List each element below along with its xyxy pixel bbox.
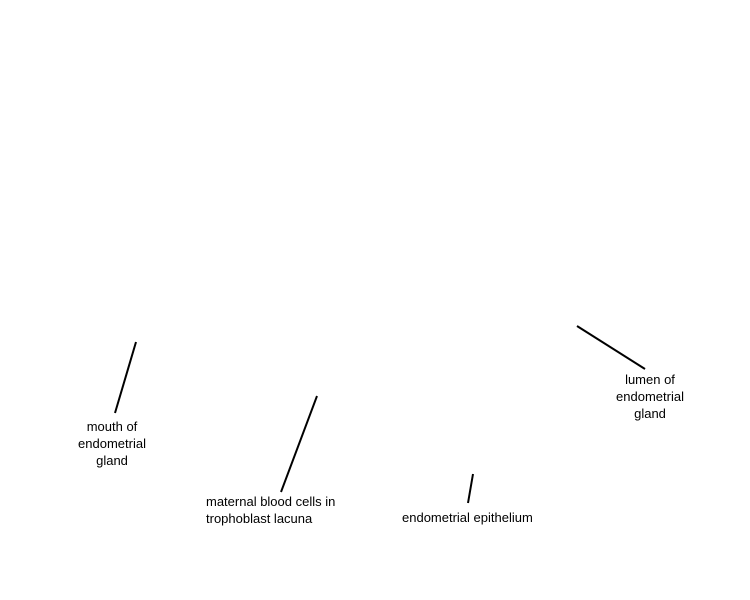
label-endometrial-epithelium: endometrial epithelium: [402, 510, 533, 525]
label-lumen-of-endometrial-gland: lumen of endometrial gland: [616, 372, 684, 421]
label-maternal-blood-cells: maternal blood cells in trophoblast lacu…: [206, 494, 336, 526]
label-mouth-of-endometrial-gland: mouth of endometrial gland: [78, 419, 146, 468]
leader-line-lumen-of-gland: [576, 325, 646, 370]
leader-line-endometrial-epithelium: [467, 473, 474, 504]
leader-line-mouth-of-gland: [114, 341, 137, 414]
leader-line-maternal-blood-cells: [280, 395, 318, 493]
